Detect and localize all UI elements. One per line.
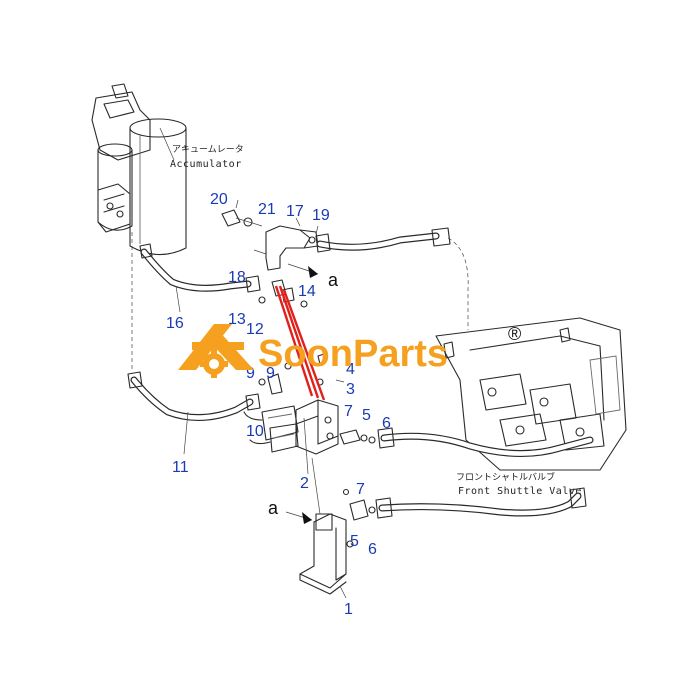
part-number-7a: 7: [344, 403, 353, 420]
reference-arrow-bottom: a: [268, 498, 313, 524]
accumulator-assembly: [91, 83, 187, 256]
part-number-labels: 1 2 3 4 5 5 6 6 7 7 9 9 10 11 12 13 14 1…: [166, 191, 391, 618]
part-number-13: 13: [228, 311, 246, 328]
valve-label-jp: フロントシャトルバルブ: [456, 471, 555, 483]
valve-label-en: Front Shuttle Valve: [458, 486, 582, 497]
accumulator-label-en: Accumulator: [170, 159, 242, 170]
watermark-registered: ®: [508, 324, 521, 344]
part-number-17: 17: [286, 203, 304, 220]
part-number-18: 18: [228, 269, 246, 286]
lower-fittings: [342, 488, 376, 521]
reference-arrow-top: a: [287, 263, 339, 290]
soonparts-logo: SoonParts ®: [178, 324, 521, 378]
arrow-label-bottom: a: [268, 498, 279, 518]
label-leaders: [235, 199, 347, 599]
front-shuttle-valve: [435, 317, 627, 471]
part-number-12: 12: [246, 321, 264, 338]
part-number-14: 14: [298, 283, 316, 300]
part-number-1: 1: [344, 601, 353, 618]
part-number-20: 20: [210, 191, 228, 208]
part-number-9b: 9: [266, 365, 275, 382]
part-number-11: 11: [172, 459, 189, 476]
mounting-bracket: [299, 457, 354, 595]
hose-19: [315, 227, 469, 330]
part-number-5a: 5: [362, 407, 371, 424]
part-number-2: 2: [300, 475, 309, 492]
hose-11: [127, 371, 261, 422]
hose-16: [139, 243, 261, 293]
highlight-callouts: [274, 285, 326, 401]
part-number-10: 10: [246, 423, 264, 440]
accumulator-label-jp: アキュームレータ: [172, 144, 244, 155]
part-number-6a: 6: [382, 415, 391, 432]
part-number-3: 3: [346, 381, 355, 398]
part-number-4: 4: [346, 361, 355, 378]
part-number-16: 16: [166, 315, 184, 332]
fitting-17-group: [221, 209, 319, 271]
hose-lower-right: [375, 487, 587, 519]
part-number-19: 19: [312, 207, 330, 224]
solenoid-valve-block: [243, 399, 339, 455]
part-number-9: 9: [246, 365, 255, 382]
part-number-21: 21: [258, 201, 276, 218]
part-number-7b: 7: [356, 481, 365, 498]
part-number-6b: 6: [368, 541, 377, 558]
watermark-brand: SoonParts: [258, 333, 448, 375]
hose-upper-right: [377, 427, 594, 457]
arrow-label-top: a: [328, 270, 339, 290]
part-number-5b: 5: [350, 533, 359, 550]
gear-icon: [178, 324, 254, 378]
